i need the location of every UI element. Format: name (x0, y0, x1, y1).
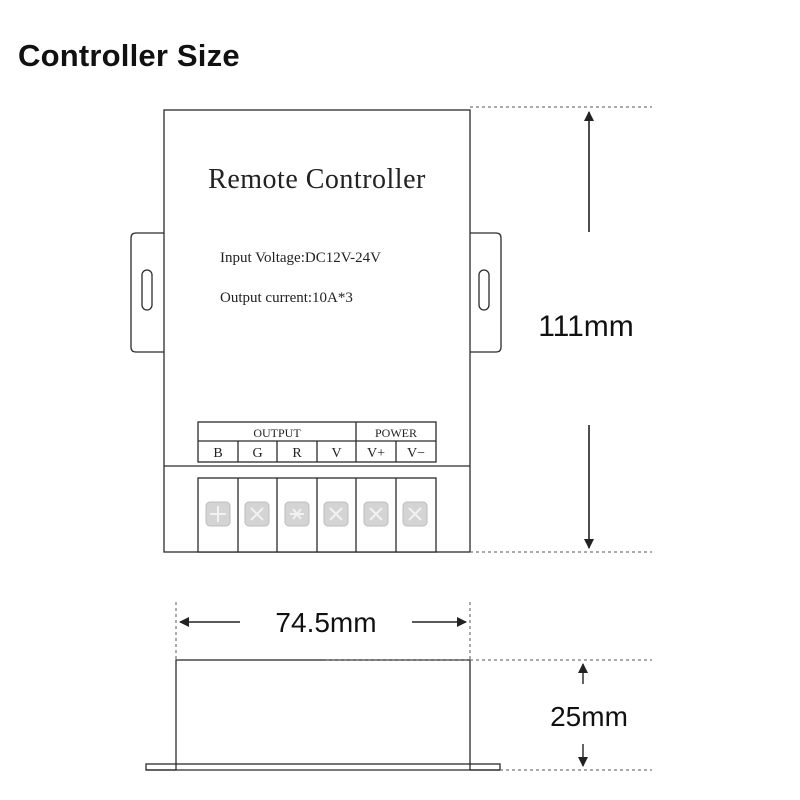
screw-terminal-icon (402, 501, 428, 527)
right-ear-slot (478, 269, 490, 311)
left-foot (145, 763, 177, 771)
power-header: POWER (375, 426, 417, 440)
terminal-label: V (331, 446, 341, 461)
depth-dimension (326, 659, 652, 771)
screw-terminal-icon (323, 501, 349, 527)
height-label: 111mm (538, 310, 634, 343)
left-ear-slot (141, 269, 153, 311)
right-foot (469, 763, 501, 771)
terminal-label: G (252, 446, 262, 461)
screw-terminals (205, 501, 428, 527)
width-label: 74.5mm (275, 607, 376, 638)
height-dimension (470, 106, 652, 553)
screw-terminal-icon (363, 501, 389, 527)
page-title: Controller Size (18, 38, 240, 73)
device-label: Remote Controller (208, 164, 426, 195)
spec-current: Output current:10A*3 (220, 290, 353, 306)
side-body (175, 659, 471, 765)
spec-voltage: Input Voltage:DC12V-24V (220, 250, 381, 266)
output-header: OUTPUT (253, 426, 301, 440)
screw-terminal-icon (284, 501, 310, 527)
screw-terminal-icon (244, 501, 270, 527)
depth-label: 25mm (550, 701, 628, 732)
terminal-label: B (213, 446, 222, 461)
terminal-label: V+ (367, 446, 385, 461)
front-view (130, 109, 502, 553)
side-view (145, 659, 501, 771)
terminal-label: R (292, 446, 302, 461)
terminal-label: V− (407, 446, 425, 461)
screw-terminal-icon (205, 501, 231, 527)
